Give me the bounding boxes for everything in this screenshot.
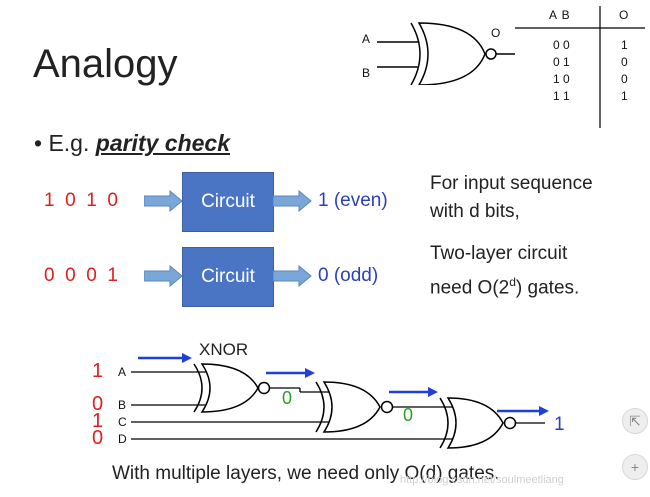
truth-table-row-ab: 1 0 xyxy=(553,72,570,86)
watermark-text: http://blog.csdn.net/soulmeetliang xyxy=(400,474,564,486)
note-text: need O(2 xyxy=(430,277,510,299)
diagram-input-letter: B xyxy=(118,398,127,412)
diagram-input-value: 0 xyxy=(92,393,104,415)
bullet-prefix: E.g. xyxy=(48,130,90,156)
diagram-input-letter: D xyxy=(118,432,127,446)
diagram-input-value: 0 xyxy=(92,427,104,449)
arrow-right-icon xyxy=(144,265,183,287)
note-input-sequence: For input sequence with d bits, xyxy=(430,170,593,226)
diagram-input-value: 1 xyxy=(92,360,104,382)
bullet-keyword: parity check xyxy=(95,130,231,156)
circuit-box: Circuit xyxy=(182,247,274,307)
diagram-input-value: 1 xyxy=(92,410,104,432)
multi-layer-xnor-diagram xyxy=(131,353,549,449)
fit-screen-button[interactable]: ⇱ xyxy=(622,408,648,434)
final-output-value: 1 xyxy=(554,414,565,435)
gate-input-a-label: A xyxy=(362,32,371,46)
truth-table-row-ab: 1 1 xyxy=(553,89,570,103)
diagram-input-letter: C xyxy=(118,415,127,429)
zoom-in-button[interactable]: + xyxy=(622,454,648,480)
xnor-gate-symbol xyxy=(377,22,515,85)
truth-table-row-o: 0 xyxy=(621,55,628,69)
example-output: 1 (even) xyxy=(318,190,388,211)
gate-output-label: O xyxy=(491,26,501,40)
note-line: Two-layer circuit xyxy=(430,243,568,264)
truth-table-row-o: 0 xyxy=(621,72,628,86)
xnor-label: XNOR xyxy=(199,340,249,359)
gate-input-b-label: B xyxy=(362,66,371,80)
intermediate-value: 0 xyxy=(403,405,414,425)
circuit-box: Circuit xyxy=(182,172,274,232)
note-line: For input sequence xyxy=(430,173,593,194)
arrow-right-icon xyxy=(273,265,312,287)
example-input-bits: 1 0 1 0 xyxy=(44,190,118,211)
slide-title: Analogy xyxy=(33,42,178,86)
truth-table-row-ab: 0 1 xyxy=(553,55,570,69)
note-superscript: d xyxy=(509,275,516,289)
diagram-input-letter: A xyxy=(118,365,127,379)
truth-table-header-o: O xyxy=(619,8,629,22)
example-output: 0 (odd) xyxy=(318,265,379,286)
note-text: ) gates. xyxy=(515,277,580,299)
note-line: need O(2d) gates. xyxy=(430,268,579,302)
arrow-right-icon xyxy=(273,190,312,212)
arrow-right-icon xyxy=(144,190,183,212)
truth-table-row-ab: 0 0 xyxy=(553,38,570,52)
bullet-parity-check: • E.g. parity check xyxy=(34,130,230,157)
slide-caption: With multiple layers, we need only O(d) … xyxy=(112,463,500,484)
intermediate-value: 0 xyxy=(282,388,293,408)
note-two-layer: Two-layer circuit need O(2d) gates. xyxy=(430,240,579,302)
example-input-bits: 0 0 0 1 xyxy=(44,265,118,286)
truth-table-header-ab: A B xyxy=(549,8,570,22)
note-line: with d bits, xyxy=(430,201,520,222)
truth-table-row-o: 1 xyxy=(621,89,628,103)
bullet-marker: • xyxy=(34,130,43,156)
truth-table-row-o: 1 xyxy=(621,38,628,52)
truth-table-lines xyxy=(515,6,645,128)
